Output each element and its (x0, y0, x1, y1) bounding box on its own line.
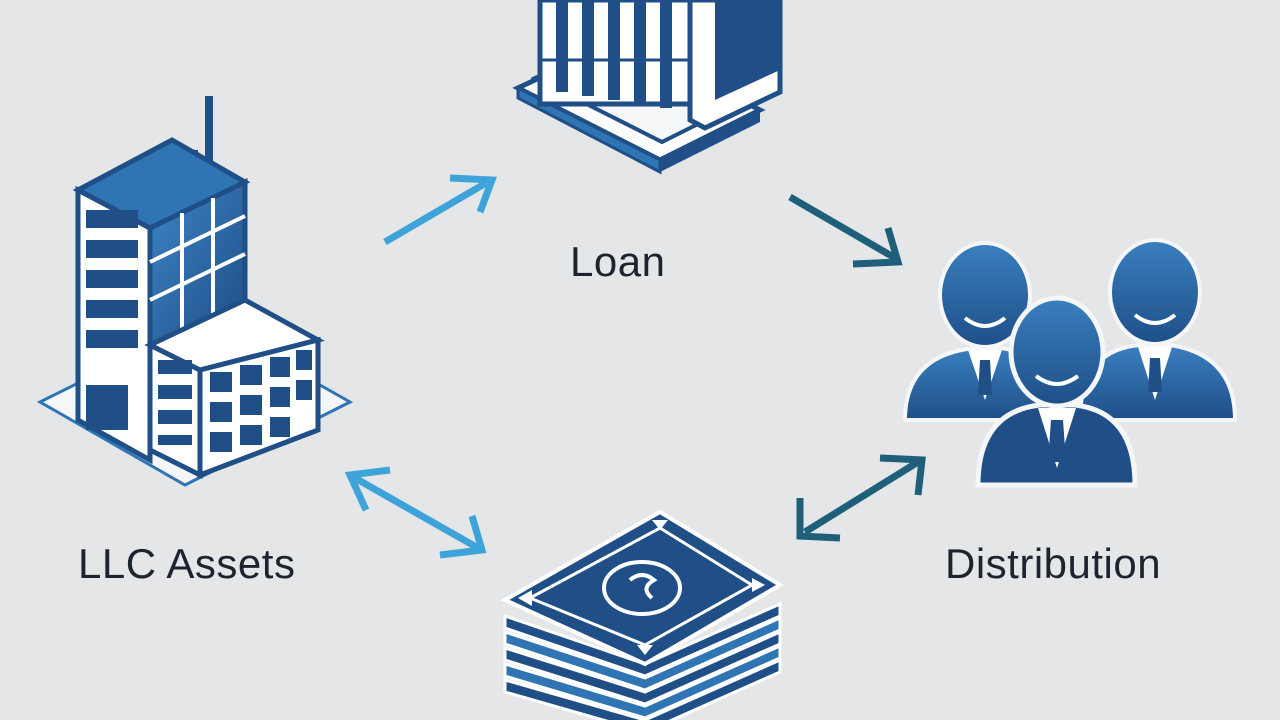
cash-stack-icon (500, 509, 784, 720)
label-loan: Loan (570, 238, 666, 285)
person-front-icon (975, 295, 1138, 488)
arrow-llc-cash-two-way (344, 466, 487, 559)
label-distribution: Distribution (945, 540, 1162, 587)
arrow-cash-members-two-way (796, 454, 926, 542)
people-group-icon (902, 238, 1238, 488)
arrow-bank-to-members (788, 193, 903, 268)
arrow-llc-to-bank (383, 174, 497, 246)
bank-icon (512, 0, 783, 175)
person-back-right-icon (1077, 238, 1238, 422)
label-llc-assets: LLC Assets (78, 540, 296, 587)
office-building-icon (36, 96, 354, 487)
